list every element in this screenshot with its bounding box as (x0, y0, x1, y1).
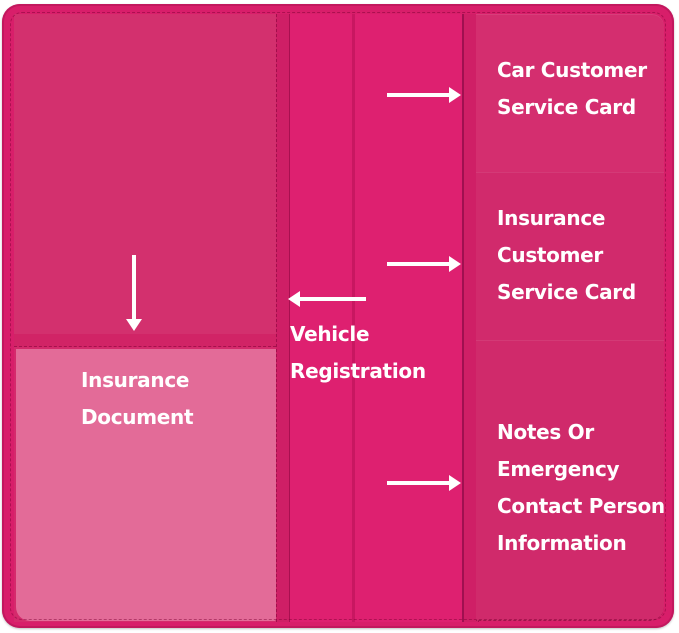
left-upper-flap (14, 14, 276, 336)
arrow-right-icon (387, 475, 461, 491)
card-slot-car-service (476, 14, 664, 173)
document-wallet (2, 4, 674, 628)
arrow-right-icon (387, 256, 461, 272)
vehicle-registration-sleeve (290, 14, 462, 622)
spine-crease (352, 14, 355, 622)
label-insurance-document: Insurance Document (81, 368, 194, 429)
left-pocket-band (14, 334, 276, 347)
label-vehicle-registration: Vehicle Registration (290, 322, 426, 383)
card-slot-insurance-service (476, 172, 664, 341)
card-slot-notes (476, 340, 664, 621)
arrow-down-icon (126, 255, 142, 331)
label-car-customer-service-card: Car Customer Service Card (497, 58, 647, 119)
label-notes-emergency-contact: Notes Or Emergency Contact Person Inform… (497, 420, 665, 555)
arrow-left-icon (288, 291, 366, 307)
label-insurance-customer-service-card: Insurance Customer Service Card (497, 206, 636, 304)
arrow-right-icon (387, 87, 461, 103)
left-divider (276, 14, 291, 622)
insurance-document-pocket (16, 349, 276, 621)
